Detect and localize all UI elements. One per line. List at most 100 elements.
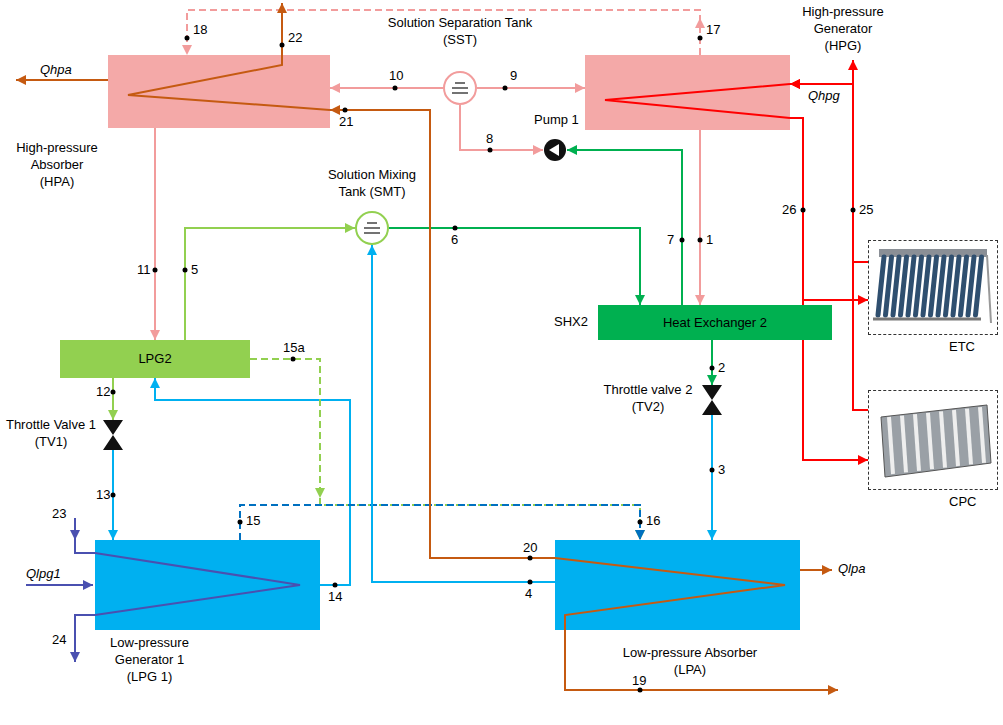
coil-graphic	[108, 55, 330, 128]
state-point	[851, 208, 856, 213]
vacuum-tube	[916, 257, 922, 315]
stream-number: 12	[96, 384, 110, 400]
liquid-level	[455, 82, 465, 84]
flow-line	[711, 415, 713, 540]
tank-circle: Solution Mixing Tank (SMT)	[355, 211, 389, 245]
wire-group	[16, 3, 853, 690]
stream-number: 17	[706, 22, 720, 38]
vacuum-tube	[946, 257, 952, 315]
flow-line	[699, 130, 701, 305]
valve-symbol	[103, 420, 123, 450]
state-point	[153, 268, 158, 273]
heat-source-inlet	[75, 518, 95, 553]
stream-number: 15	[246, 513, 260, 529]
liquid-level	[364, 232, 380, 234]
tank-graphic	[355, 211, 389, 245]
liquid-level	[367, 222, 377, 224]
solar-collector: CPC	[868, 390, 998, 490]
node-title: SHX2	[554, 314, 588, 331]
state-point	[111, 493, 116, 498]
collector-header	[879, 249, 987, 257]
heat-flow-arrow	[800, 569, 832, 571]
tank-graphic	[443, 71, 477, 105]
vacuum-tube	[901, 257, 907, 315]
flow-line	[460, 105, 543, 150]
flow-line	[187, 10, 700, 55]
throttle-valve: Throttle valve 2 (TV2)	[702, 385, 722, 415]
state-point	[183, 268, 188, 273]
node-title: Pump 1	[534, 112, 579, 129]
vacuum-tube	[961, 257, 967, 315]
flow-direction-arrow	[695, 18, 705, 28]
vacuum-tube	[931, 257, 937, 315]
throttle-valve: Throttle Valve 1 (TV1)	[103, 420, 123, 450]
tank-circle: Solution Separation Tank (SST)	[443, 71, 477, 105]
state-point	[291, 357, 296, 362]
stream-number: 18	[193, 22, 207, 38]
vacuum-tube	[878, 257, 884, 315]
state-point	[393, 86, 398, 91]
state-point	[238, 520, 243, 525]
solar-collector: ETC	[868, 240, 998, 335]
node-title: Low-pressure Generator 1 (LPG 1)	[102, 635, 197, 686]
stream-number: 24	[52, 632, 66, 648]
stream-number: 21	[339, 114, 353, 130]
hot-water-line	[852, 60, 854, 84]
stream-number: 22	[288, 30, 302, 46]
node-title: Throttle Valve 1 (TV1)	[3, 417, 99, 451]
node-title: High-pressure Generator (HPG)	[798, 4, 888, 55]
flow-line	[477, 87, 585, 89]
state-point	[680, 238, 685, 243]
vacuum-tube	[976, 257, 982, 315]
absorber-box: High-pressure Absorber (HPA)	[108, 55, 330, 128]
node-title: Throttle valve 2 (TV2)	[598, 382, 698, 416]
vacuum-tube	[968, 257, 974, 315]
flow-line	[790, 84, 868, 410]
liquid-level	[452, 92, 468, 94]
state-point	[488, 148, 493, 153]
flow-line	[389, 228, 640, 305]
node-text: LPG2	[138, 351, 171, 368]
node-title: Solution Mixing Tank (SMT)	[317, 167, 427, 201]
stream-number: 13	[96, 487, 110, 503]
node-text: Heat Exchanger 2	[663, 314, 767, 331]
coil-graphic	[555, 540, 800, 630]
state-point	[698, 36, 703, 41]
valve-graphic	[702, 385, 722, 415]
cpc-graphic	[869, 391, 999, 491]
flow-line	[711, 340, 713, 385]
liquid-level	[364, 227, 380, 229]
stream-number: 25	[859, 202, 873, 218]
state-point	[710, 366, 715, 371]
flow-line	[250, 359, 640, 540]
absorber-box: Low-pressure Absorber (LPA)	[555, 540, 800, 630]
state-point	[638, 688, 643, 693]
vacuum-tube	[908, 257, 914, 315]
node-title: CPC	[949, 494, 976, 511]
flow-line	[790, 118, 868, 300]
coil-graphic	[95, 540, 320, 630]
stream-number: 2	[718, 360, 725, 376]
flow-line	[330, 87, 443, 89]
node-title: ETC	[949, 339, 975, 356]
collector-panel	[881, 405, 991, 477]
collector-tube	[928, 413, 932, 469]
heat-source-outlet	[75, 615, 95, 662]
state-point	[801, 208, 806, 213]
heat-flow-arrow	[16, 79, 108, 81]
pump-symbol: Pump 1	[543, 138, 567, 162]
stream-number: 5	[191, 262, 198, 278]
state-point	[280, 43, 285, 48]
stream-number: 1	[706, 232, 713, 248]
vacuum-tube	[953, 257, 959, 315]
cooling-water-line	[565, 630, 838, 690]
node-title: High-pressure Absorber (HPA)	[12, 140, 102, 191]
collector-tube	[889, 417, 893, 474]
valve-graphic	[103, 420, 123, 450]
pump-body	[544, 139, 566, 161]
flow-direction-arrow	[315, 488, 325, 498]
state-point	[503, 86, 508, 91]
coil-tube	[95, 553, 300, 615]
heat-flow-arrow	[26, 584, 93, 586]
state-point	[111, 390, 116, 395]
